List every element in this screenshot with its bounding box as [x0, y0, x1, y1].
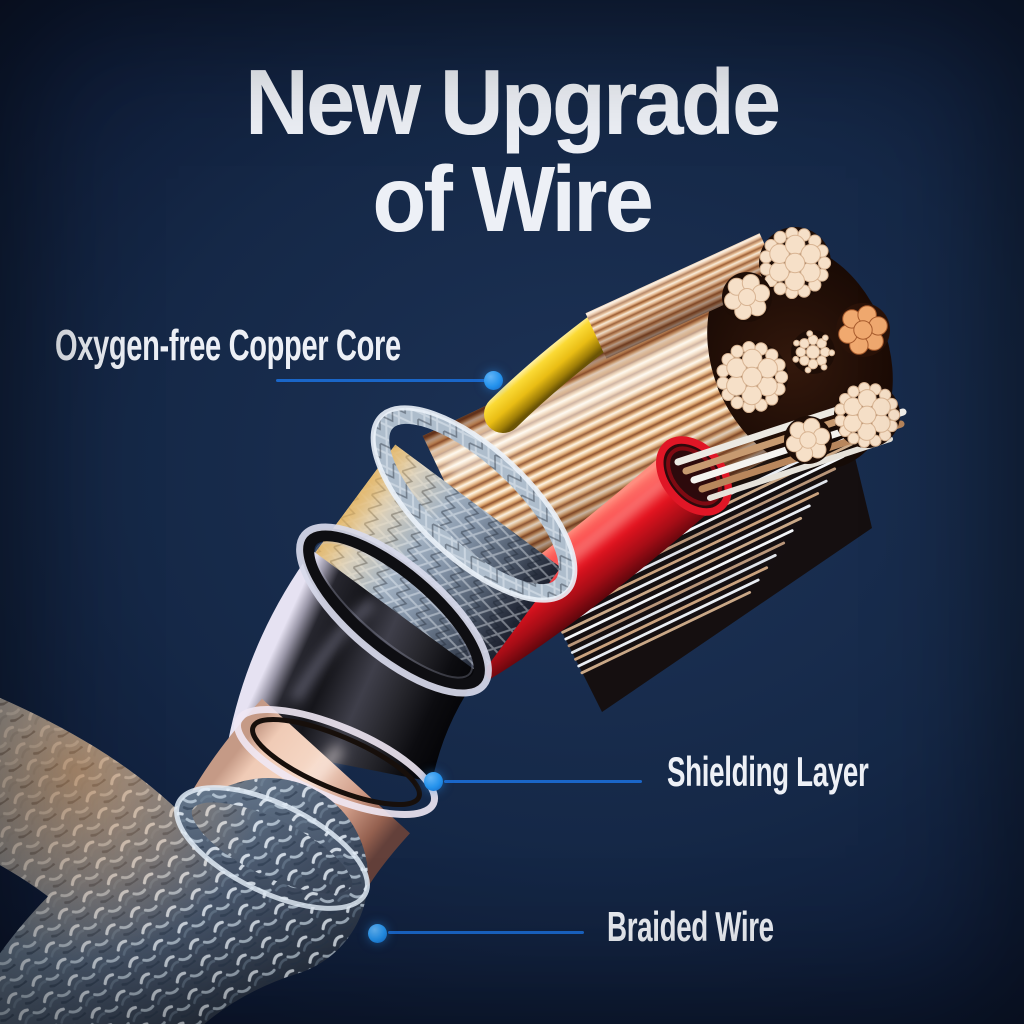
shielding-jacket-layer — [227, 523, 492, 784]
outer-braided-sleeve — [0, 697, 370, 1024]
copper-bundle-faces — [716, 227, 901, 464]
red-wire-cut-opening — [656, 436, 732, 516]
jacket-cut-rim — [296, 523, 492, 697]
shield-wire-strands — [535, 420, 872, 712]
callout-line-shielding-layer — [444, 780, 642, 783]
callout-line-braided-wire — [388, 931, 584, 934]
shield-cut-rim — [370, 405, 578, 603]
callout-label-copper-core: Oxygen-free Copper Core — [55, 321, 401, 370]
callout-dot-braided-wire — [368, 924, 387, 943]
shielding-braid-layer — [309, 405, 578, 684]
yellow-wire — [484, 233, 781, 433]
braid-cut-rim — [174, 785, 370, 911]
callout-line-copper-core — [276, 379, 488, 382]
title-line-1: New Upgrade — [245, 50, 781, 154]
page-title: New Upgrade of Wire — [0, 54, 1024, 248]
callout-dot-copper-core — [484, 371, 503, 390]
callout-label-braided-wire: Braided Wire — [607, 903, 774, 950]
title-line-2: of Wire — [372, 147, 655, 251]
callout-label-shielding-layer: Shielding Layer — [667, 748, 869, 795]
callout-dot-shielding-layer — [424, 772, 443, 791]
